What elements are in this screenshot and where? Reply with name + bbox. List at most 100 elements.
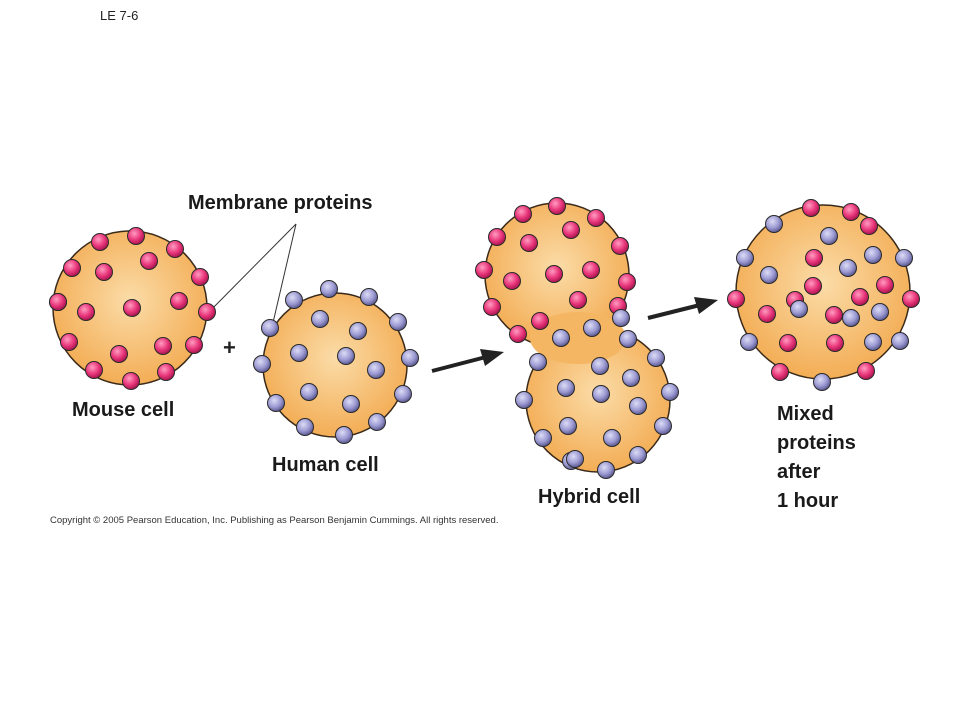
human-protein [367,361,385,379]
human-cell-label: Human cell [272,454,379,476]
mixed-protein [736,249,754,267]
mouse-protein [77,303,95,321]
mixed-protein [790,300,808,318]
human-protein [389,313,407,331]
mixed-protein [771,363,789,381]
mouse-protein [49,293,67,311]
mouse-protein [140,252,158,270]
mouse-protein [122,372,140,390]
mixed-protein [802,199,820,217]
mouse-protein [185,336,203,354]
mouse-protein [157,363,175,381]
hybrid-upper-protein [611,237,629,255]
hybrid-upper-protein [545,265,563,283]
mixed-proteins-label: Mixed proteins after 1 hour [777,400,856,516]
mixed-protein [758,305,776,323]
mixed-protein [839,259,857,277]
human-protein [320,280,338,298]
mixed-protein [891,332,909,350]
hybrid-lower-protein [654,417,672,435]
human-protein [368,413,386,431]
mixed-protein [860,217,878,235]
mouse-protein [63,259,81,277]
mixed-protein [826,334,844,352]
mixed-protein [857,362,875,380]
mouse-protein [91,233,109,251]
membrane-proteins-label: Membrane proteins [188,192,373,214]
human-protein [253,355,271,373]
human-protein [300,383,318,401]
mixed-protein [842,203,860,221]
hybrid-upper-protein [612,309,630,327]
hybrid-upper-protein [531,312,549,330]
mouse-protein [191,268,209,286]
mixed-protein [820,227,838,245]
mouse-protein [110,345,128,363]
mixed-protein [864,246,882,264]
hybrid-upper-protein [569,291,587,309]
hybrid-upper-protein [514,205,532,223]
hybrid-upper-protein [582,261,600,279]
pointer-line-mouse-protein [205,223,297,316]
hybrid-lower-protein [566,450,584,468]
protein-layer [49,197,920,479]
hybrid-upper-protein [503,272,521,290]
human-protein [360,288,378,306]
hybrid-lower-protein [529,353,547,371]
hybrid-lower-protein [629,446,647,464]
hybrid-lower-protein [622,369,640,387]
hybrid-lower-protein [603,429,621,447]
human-protein [261,319,279,337]
hybrid-cell-label: Hybrid cell [538,486,641,508]
copyright-notice: Copyright © 2005 Pearson Education, Inc.… [50,515,499,526]
mouse-protein [154,337,172,355]
hybrid-lower-protein [591,357,609,375]
human-protein [267,394,285,412]
hybrid-upper-protein [562,221,580,239]
hybrid-upper-protein [548,197,566,215]
mixed-protein [765,215,783,233]
human-protein [335,426,353,444]
mouse-protein [123,299,141,317]
mixed-protein [871,303,889,321]
mixed-protein [851,288,869,306]
hybrid-upper-protein [483,298,501,316]
hybrid-lower-protein [619,330,637,348]
human-protein [285,291,303,309]
mixed-label-line-3: after [777,461,821,483]
mixed-protein [813,373,831,391]
mixed-protein [864,333,882,351]
plus-sign: + [223,335,236,360]
mouse-protein [170,292,188,310]
mouse-protein [60,333,78,351]
hybrid-upper-protein [488,228,506,246]
hybrid-lower-protein [534,429,552,447]
mouse-protein [127,227,145,245]
mixed-protein [779,334,797,352]
mixed-protein [825,306,843,324]
hybrid-cell-fusion-neck [530,312,626,364]
human-protein [296,418,314,436]
hybrid-lower-protein [629,397,647,415]
mixed-protein [740,333,758,351]
hybrid-lower-protein [661,383,679,401]
mixed-protein [842,309,860,327]
mouse-protein [95,263,113,281]
hybrid-upper-protein [509,325,527,343]
hybrid-lower-protein [592,385,610,403]
pointer-line-human-protein [271,223,297,328]
hybrid-upper-protein [552,329,570,347]
mixed-protein [804,277,822,295]
mixed-protein [727,290,745,308]
hybrid-lower-protein [597,461,615,479]
human-protein [342,395,360,413]
mixed-label-line-2: proteins [777,432,856,454]
hybrid-lower-protein [515,391,533,409]
human-protein [401,349,419,367]
mixed-protein [876,276,894,294]
hybrid-lower-protein [557,379,575,397]
hybrid-upper-protein [520,234,538,252]
human-protein [290,344,308,362]
mixed-label-line-1: Mixed [777,403,834,425]
